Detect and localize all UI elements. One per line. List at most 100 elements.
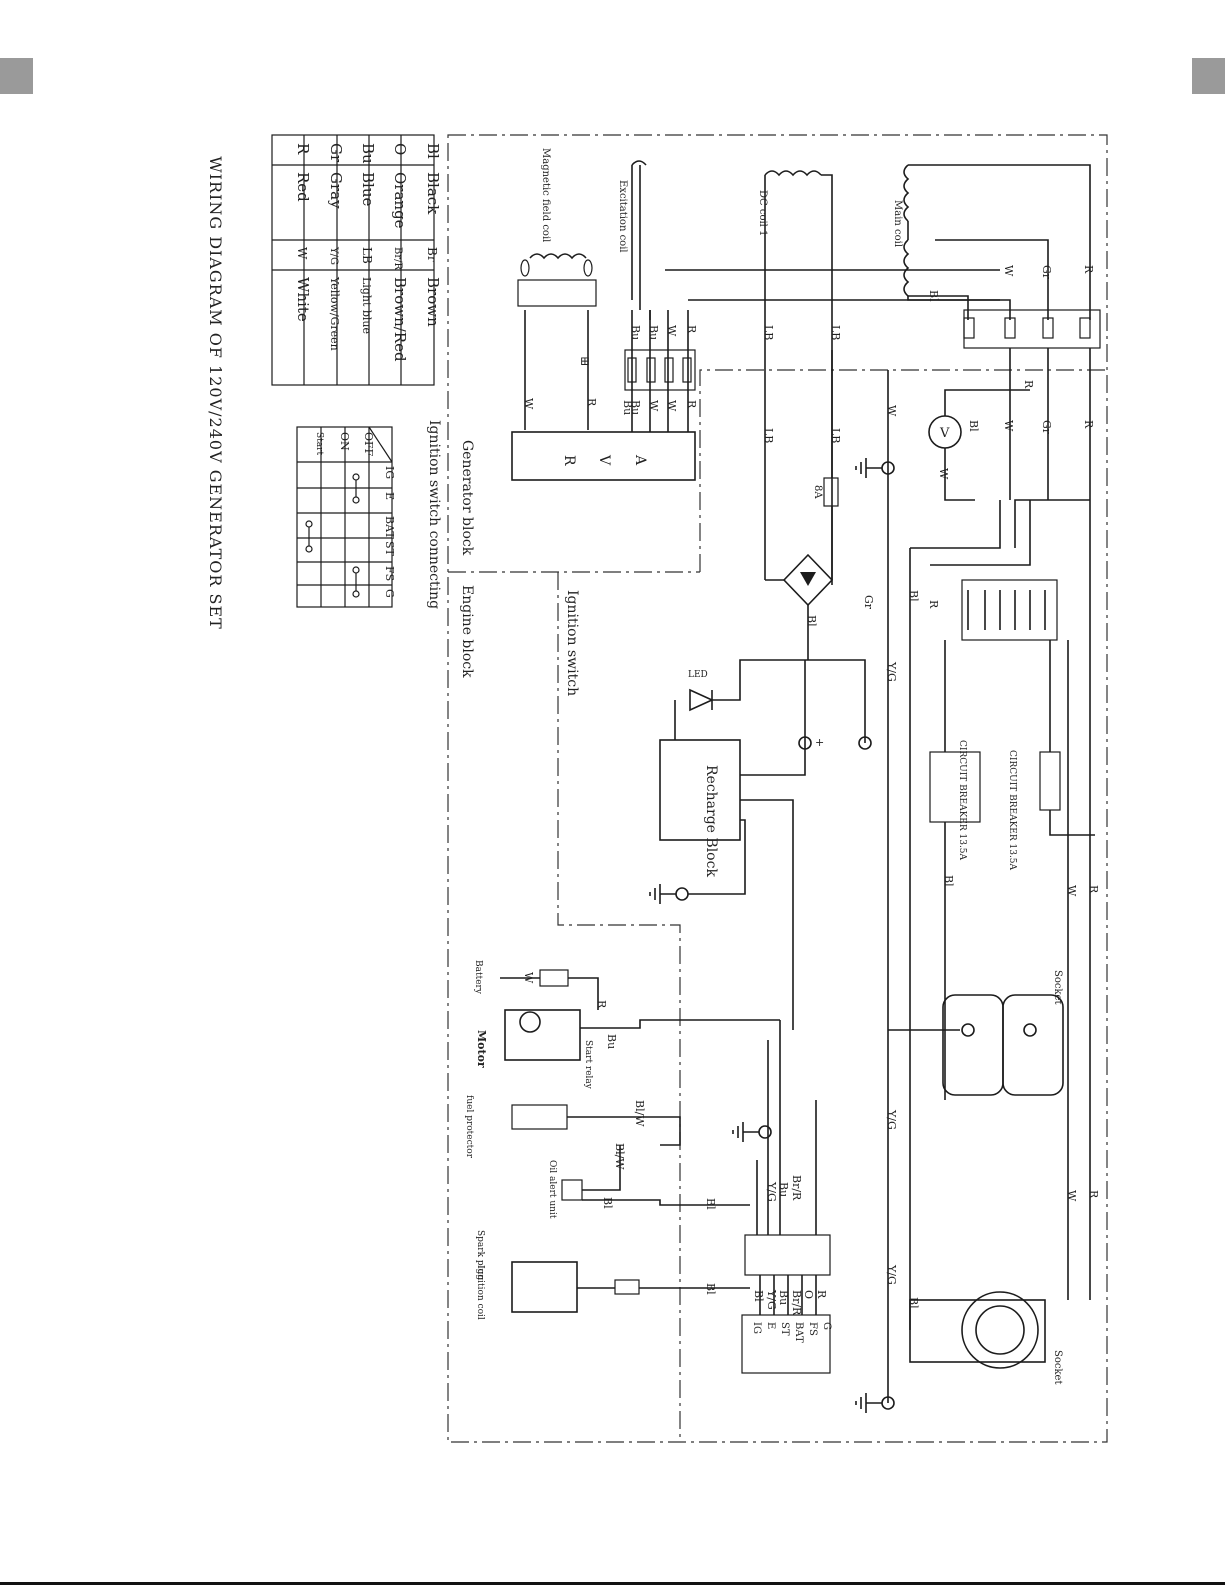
avr-label-v: V [596, 454, 612, 466]
wire-label: R [1022, 380, 1035, 389]
excitation-coil-label: Excitation coil [617, 180, 628, 253]
wire-label: Bu [605, 1034, 618, 1049]
wire-label: R [1082, 265, 1095, 274]
wire-label: R [685, 325, 698, 334]
circuit-breaker-2 [929, 640, 981, 1100]
breaker-1-label: CIRCUIT BREAKER 13.5A [1007, 750, 1017, 871]
wire-label: W [1002, 420, 1015, 432]
ignition-switch-label: Ignition switch [564, 590, 580, 696]
legend-cell: Bu [359, 143, 377, 164]
battery [500, 969, 599, 1010]
legend-cell: Bl [424, 143, 442, 159]
circuit-breaker-1 [1039, 640, 1095, 836]
wire-label: Bl [704, 1198, 717, 1210]
wire-label: W [522, 972, 535, 984]
wire-label: W [665, 325, 678, 337]
bottom-rule [0, 1582, 1225, 1585]
wire-label: R [685, 400, 698, 409]
wire-label: Bl [752, 1290, 765, 1302]
motor [504, 1009, 780, 1061]
wire-label: R [1082, 420, 1095, 429]
switch-row-label: OFF [362, 432, 375, 457]
recharge-block [659, 660, 872, 1030]
led-indicator [674, 659, 866, 743]
legend-cell: Black [424, 172, 442, 215]
dc-coil [764, 170, 833, 585]
recharge-label: Recharge Block [703, 765, 719, 877]
wire-label: W [647, 400, 660, 412]
excitation-coil [631, 160, 651, 320]
motor-label: Motor [475, 1030, 488, 1068]
legend-cell: Light blue [360, 277, 373, 334]
connector-pin-label: IG [751, 1322, 762, 1334]
ground-symbols [649, 458, 895, 1413]
socket-2 [909, 1291, 1046, 1369]
wire-label: W [937, 468, 950, 480]
wire-label: Bl [927, 290, 940, 302]
wire-label: LB [829, 325, 842, 340]
legend-cell: Br [425, 247, 439, 262]
corner-mark-left [0, 58, 33, 94]
dc-coil-label: DC coil 1 [757, 190, 768, 236]
wire-label: W [1002, 265, 1015, 277]
legend-cell: W [295, 247, 309, 260]
socket-2-label: Socket [1052, 1350, 1063, 1384]
terminal-block [910, 348, 1091, 641]
wire-label: W [1065, 885, 1078, 897]
legend-cell: White [294, 277, 312, 322]
wire-label: LB [829, 428, 842, 443]
wire-label: Br/R [790, 1175, 803, 1201]
corner-mark-right [1192, 58, 1225, 94]
avr-plus-box: ⊞ [580, 354, 590, 368]
wire-label: Bu [647, 325, 660, 340]
switch-col-header: FS [383, 566, 396, 581]
color-legend-table [271, 134, 435, 386]
wire-label: Bl/W [633, 1100, 646, 1127]
wire-label: Bl [942, 875, 955, 887]
breaker-2-label: CIRCUIT BREAKER 13.5A [957, 740, 967, 861]
ignition-connecting-label: Ignition switch connecting [426, 420, 442, 609]
legend-cell: Y/G [328, 246, 339, 265]
voltmeter-label: V [939, 426, 950, 441]
switch-col-header: BAT [383, 516, 396, 539]
wire-label: Bl [704, 1283, 717, 1295]
wire-label: O [802, 1290, 815, 1299]
switch-row-label: ON [338, 432, 351, 451]
ignition-coil [511, 1261, 750, 1313]
legend-cell: LB [360, 247, 374, 264]
led-label: LED [688, 670, 708, 680]
start-relay-label: Start relay [583, 1040, 593, 1090]
wire-label: Gr [1040, 420, 1053, 435]
avr-label-r: R [561, 455, 577, 466]
wire-label: Bl/W [613, 1143, 626, 1170]
wire-label: R [927, 600, 940, 609]
wire-label: W [885, 405, 898, 417]
connector-pin-label: FS [807, 1322, 818, 1336]
wire-label: Y/G [765, 1181, 778, 1202]
wire-label: R [1087, 1190, 1100, 1199]
fuel-protector-label: fuel protector [464, 1095, 474, 1159]
legend-cell: O [391, 143, 409, 155]
wire-label: W [665, 400, 678, 412]
oil-alert-unit [561, 1145, 750, 1206]
wire-label: Bu [777, 1290, 790, 1305]
connector-avr [624, 349, 696, 391]
legend-cell: Red [294, 172, 312, 202]
wire-label: R [1087, 885, 1100, 894]
wire-label: Bl [805, 615, 818, 627]
legend-cell: Yellow/Green [328, 276, 341, 351]
main-coil-label: Main coil [892, 200, 903, 247]
spark-plug-label: Spark plug [475, 1230, 485, 1280]
connector-pin-label: BAT [793, 1322, 804, 1343]
switch-col-header: IG [383, 466, 396, 479]
switch-row-label: Start [314, 432, 324, 455]
generator-block-label: Generator block [459, 440, 475, 556]
wire-label: Y/G [765, 1289, 778, 1310]
bridge-rectifier [765, 548, 834, 660]
ignition-switch-table [296, 426, 393, 608]
wire-label: Br/R [790, 1290, 803, 1316]
switch-col-header: ST [383, 541, 396, 557]
